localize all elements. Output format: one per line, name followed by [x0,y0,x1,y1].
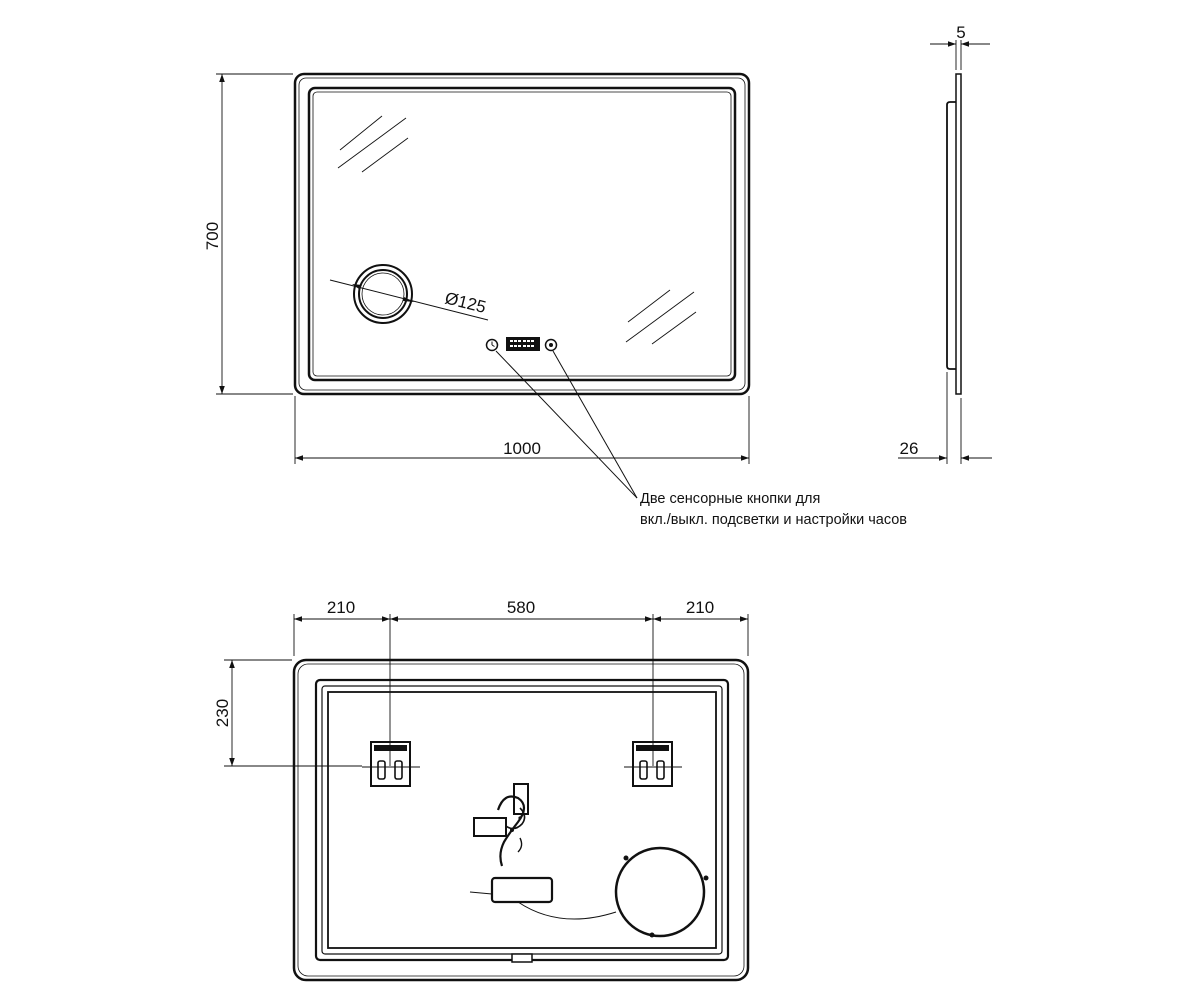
front-view: Ø125 [293,72,751,499]
back-right-offset-label: 210 [686,598,714,617]
back-vertical-dimension [224,659,362,767]
mounting-bracket-left [362,741,420,787]
magnifier-back [517,846,709,938]
magnifier-mirror [329,264,489,324]
mirror-frame-inner-edge [298,77,746,391]
magnifier-diameter-label: Ø125 [443,288,488,316]
back-left-offset-label: 210 [327,598,355,617]
back-outer-frame [292,658,750,982]
height-dimension [216,73,293,395]
side-panel-thickness-label: 5 [956,23,965,42]
width-dimension-label: 1000 [503,439,541,458]
power-supply [473,783,529,867]
back-horizontal-dimensions [293,614,749,766]
mounting-bracket-right [624,741,682,787]
touch-button-clock-icon[interactable] [485,338,499,352]
callout-leader-lines [495,350,638,499]
mirror-glass-border [307,86,737,382]
back-outer-frame-inner-edge [297,663,745,977]
reflection-hatch-bottom-right [625,289,697,345]
bottom-connector [511,953,533,963]
side-back-frame [946,101,956,370]
side-mirror-panel [955,73,962,395]
side-view [898,40,992,464]
back-view [292,658,750,982]
back-top-offset-label: 230 [213,699,232,727]
callout-text-line-2: вкл./выкл. подсветки и настройки часов [640,512,907,528]
side-total-thickness-label: 26 [900,439,919,458]
clock-display [506,337,540,351]
width-dimension [294,396,750,464]
back-center-span-label: 580 [507,598,535,617]
reflection-hatch-top-left [337,115,409,173]
touch-button-light-icon[interactable] [544,338,558,352]
mirror-glass-inner-edge [312,91,732,377]
back-led-channel-inner [327,691,717,949]
mirror-outer-frame [293,72,751,396]
clock-module [469,876,554,904]
height-dimension-label: 700 [203,222,222,250]
callout-text-line-1: Две сенсорные кнопки для [640,491,820,507]
